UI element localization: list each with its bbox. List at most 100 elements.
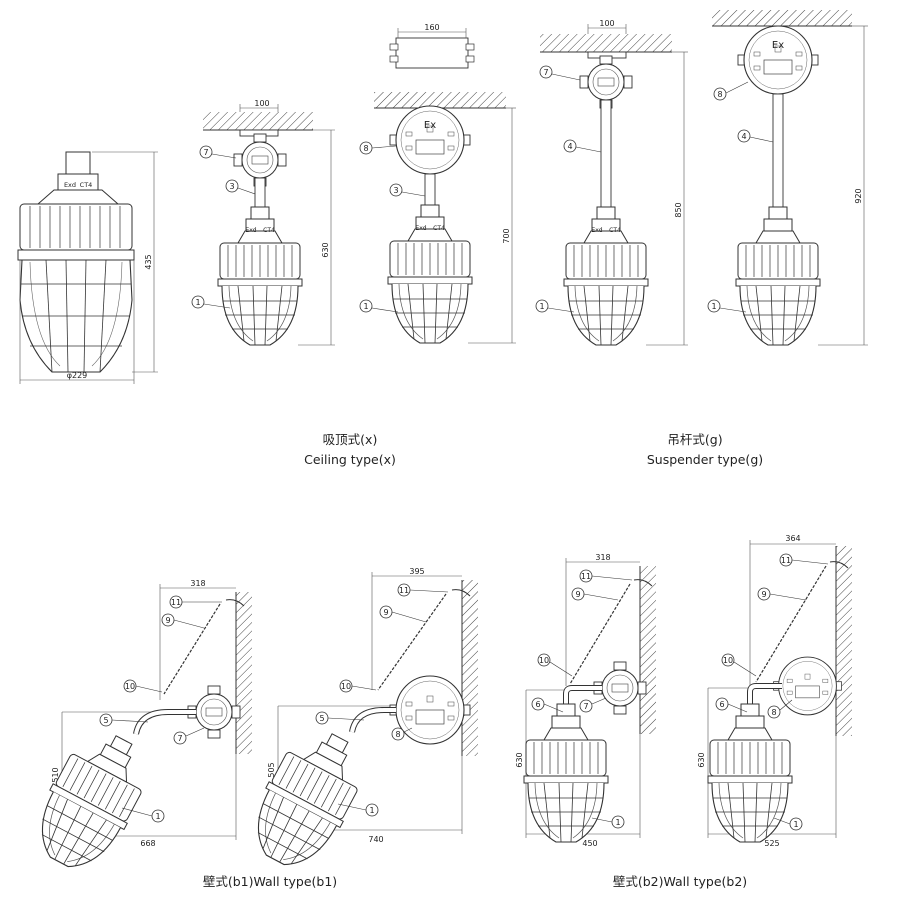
label-exd-4: Exd: [591, 227, 602, 234]
callout-1f: 1: [337, 803, 379, 817]
dim-wall-b2a-bottom: 450: [582, 839, 597, 848]
callout-1g: 1: [591, 815, 625, 829]
caption-ceiling-en: Ceiling type(x): [304, 452, 396, 467]
dim-suspender-box-height: 920: [854, 188, 863, 203]
svg-text:7: 7: [583, 702, 588, 711]
label-ex-1: Ex: [424, 120, 436, 131]
callout-11c: 11: [579, 569, 633, 583]
svg-text:9: 9: [383, 608, 388, 617]
svg-text:4: 4: [741, 132, 746, 141]
dim-wall-b2a-top: 318: [595, 553, 610, 562]
callout-1c: 1: [535, 299, 575, 313]
wall-type-b1-big-box: 395 505 740 11 9 10 5: [237, 567, 478, 881]
dim-wall-b2b-top: 364: [785, 534, 800, 543]
svg-text:1: 1: [615, 818, 620, 827]
dim-ceiling-x-height: 630: [321, 242, 330, 257]
callout-9c: 9: [571, 587, 619, 601]
callout-1h: 1: [773, 817, 803, 831]
svg-text:8: 8: [363, 144, 368, 153]
svg-text:1: 1: [539, 302, 544, 311]
dim-wall-b1b-height: 505: [267, 762, 276, 777]
dim-ceiling-x-width: 100: [254, 99, 269, 108]
callout-5: 5: [99, 713, 149, 727]
label-exd: Exd: [64, 181, 76, 189]
callout-6: 6: [531, 697, 564, 713]
svg-text:10: 10: [341, 682, 351, 691]
callout-11: 11: [169, 595, 222, 609]
callout-10b: 10: [339, 679, 377, 693]
callout-8: 8: [359, 141, 397, 155]
svg-text:6: 6: [535, 700, 540, 709]
svg-text:4: 4: [567, 142, 572, 151]
svg-text:10: 10: [125, 682, 135, 691]
svg-text:9: 9: [761, 590, 766, 599]
svg-text:1: 1: [793, 820, 798, 829]
caption-wall-b2: 壁式(b2)Wall type(b2): [612, 874, 748, 889]
svg-text:1: 1: [155, 812, 160, 821]
callout-3: 3: [225, 179, 256, 195]
svg-text:10: 10: [539, 656, 549, 665]
caption-suspender-en: Suspender type(g): [646, 452, 764, 467]
dim-suspender-x-width: 100: [599, 19, 614, 28]
svg-text:11: 11: [581, 572, 591, 581]
svg-text:7: 7: [203, 148, 208, 157]
svg-text:3: 3: [393, 186, 398, 195]
svg-text:8: 8: [771, 708, 776, 717]
callout-10d: 10: [721, 653, 757, 677]
suspender-type-big-box: Ex 920 8 4 1: [707, 10, 868, 346]
dim-wall-b2b-bottom: 525: [764, 839, 779, 848]
ceiling-type-small-box: 100 Exd CT4 630 7 3 1: [191, 99, 335, 346]
dim-front-height: 435: [144, 254, 153, 269]
dim-ceiling-box-height: 700: [502, 228, 511, 243]
suspender-type-small-box: 100 Exd CT4 850 7 4 1: [535, 19, 688, 346]
callout-1d: 1: [707, 299, 747, 313]
callout-9b: 9: [379, 605, 427, 623]
callout-1: 1: [191, 295, 231, 309]
ceiling-type-big-box: 160 Ex Exd CT4 700 8 3 1: [359, 23, 516, 344]
svg-text:1: 1: [195, 298, 200, 307]
wall-type-b2-small-box: 318 630 450 11 9 10 6: [515, 553, 656, 848]
svg-text:1: 1: [369, 806, 374, 815]
dim-ceiling-box-width: 160: [424, 23, 439, 32]
callout-11b: 11: [397, 583, 449, 597]
dim-front-diameter: φ229: [67, 371, 88, 380]
svg-text:11: 11: [171, 598, 181, 607]
label-ct4: CT4: [80, 181, 93, 189]
svg-text:1: 1: [363, 302, 368, 311]
callout-9: 9: [161, 613, 205, 629]
caption-suspender-cn: 吊杆式(g): [667, 432, 723, 447]
callout-9d: 9: [757, 587, 807, 601]
callout-4b: 4: [737, 129, 774, 143]
caption-ceiling-cn: 吸顶式(x): [322, 432, 378, 447]
svg-text:8: 8: [717, 90, 722, 99]
callout-7: 7: [199, 145, 237, 159]
front-view-lamp: Exd CT4 435 φ229: [17, 151, 158, 384]
callout-8d: 8: [767, 699, 793, 719]
dim-wall-b1b-top: 395: [409, 567, 424, 576]
svg-text:7: 7: [543, 68, 548, 77]
svg-text:8: 8: [395, 730, 400, 739]
dim-wall-b1a-top: 318: [190, 579, 205, 588]
dim-wall-b1a-bottom: 668: [140, 839, 155, 848]
label-exd-3: Exd: [415, 225, 426, 232]
svg-text:6: 6: [719, 700, 724, 709]
svg-text:11: 11: [781, 556, 791, 565]
svg-text:5: 5: [319, 714, 324, 723]
callout-4: 4: [563, 139, 602, 153]
label-ct4-2: CT4: [263, 227, 275, 234]
dim-wall-b2a-height: 630: [515, 752, 524, 767]
callout-5b: 5: [315, 711, 365, 725]
label-exd-2: Exd: [245, 227, 256, 234]
label-ct4-3: CT4: [433, 225, 445, 232]
callout-6b: 6: [715, 697, 748, 713]
dim-suspender-x-height: 850: [674, 202, 683, 217]
callout-7b: 7: [539, 65, 581, 81]
dim-wall-b2b-height: 630: [697, 752, 706, 767]
callout-8c: 8: [391, 727, 413, 741]
callout-1b: 1: [359, 299, 399, 313]
label-ex-2: Ex: [772, 40, 784, 51]
callout-10c: 10: [537, 653, 573, 677]
dim-wall-b1b-bottom: 740: [368, 835, 383, 844]
callout-1e: 1: [121, 807, 165, 823]
